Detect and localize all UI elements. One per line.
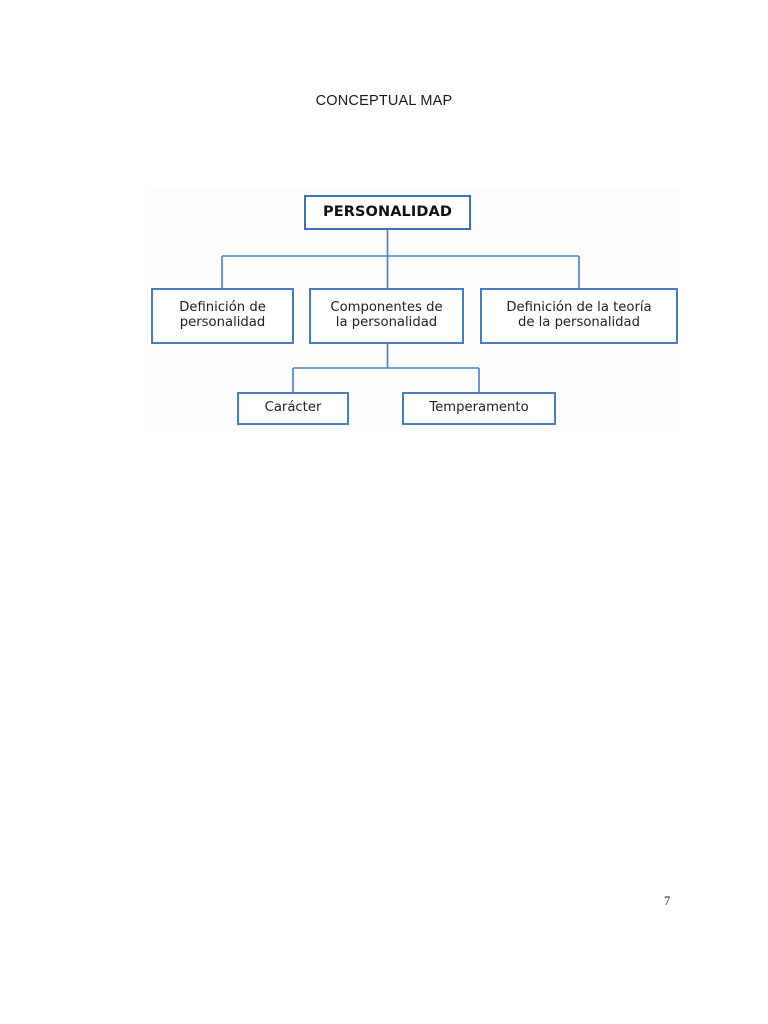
node-definicion-de-la-teoria-de-la-personalidad[interactable]: Definición de la teoría de la personalid…: [480, 288, 678, 344]
page-number: 7: [664, 894, 671, 908]
node-caracter-label: Carácter: [264, 400, 322, 416]
node-componentes-de-la-personalidad[interactable]: Componentes de la personalidad: [309, 288, 464, 344]
node-temperamento[interactable]: Temperamento: [402, 392, 556, 425]
node-personalidad[interactable]: PERSONALIDAD: [304, 195, 471, 230]
diagram-connectors: [221, 230, 580, 392]
node-caracter[interactable]: Carácter: [237, 392, 349, 425]
node-definicion-de-la-teoria-label: Definición de la teoría de la personalid…: [506, 300, 652, 330]
node-componentes-de-la-personalidad-label: Componentes de la personalidad: [330, 300, 443, 330]
conceptual-map-figure: PERSONALIDAD Definición de personalidad …: [150, 188, 680, 429]
node-definicion-de-personalidad[interactable]: Definición de personalidad: [151, 288, 294, 344]
node-definicion-de-personalidad-label: Definición de personalidad: [179, 300, 266, 330]
page-title: CONCEPTUAL MAP: [315, 93, 453, 109]
node-temperamento-label: Temperamento: [429, 400, 529, 416]
node-personalidad-label: PERSONALIDAD: [323, 204, 452, 221]
diagram-canvas: PERSONALIDAD Definición de personalidad …: [150, 188, 680, 429]
